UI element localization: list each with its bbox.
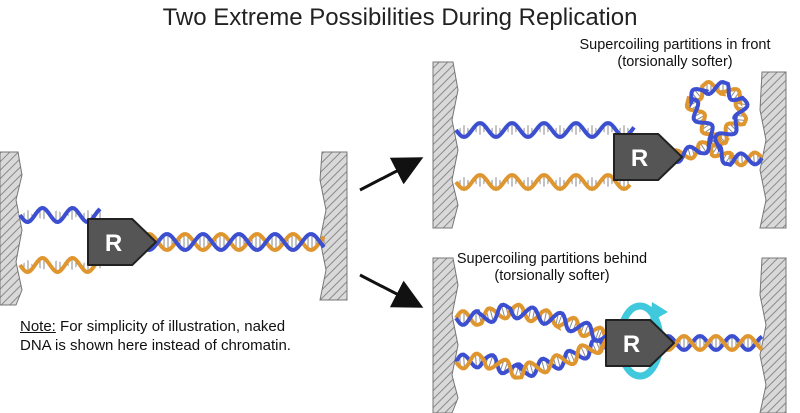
left-parent-duplex	[138, 232, 326, 252]
note-text: Note: For simplicity of illustration, na…	[20, 318, 320, 356]
bottom-blue-loop	[454, 302, 621, 349]
replisome-letter: R	[623, 331, 640, 358]
note-line1: For simplicity of illustration, naked	[55, 318, 286, 335]
left-blue-duplex	[18, 205, 102, 225]
bottom-panel-wall-right	[759, 257, 787, 413]
note-heading: Note:	[20, 318, 56, 335]
replisome-top: R	[613, 133, 683, 181]
bottom-parent-duplex	[658, 333, 764, 353]
label-behind-line2: (torsionally softer)	[494, 268, 610, 285]
bottom-orange-loop	[454, 335, 622, 380]
label-front-line1: Supercoiling partitions in front	[579, 37, 771, 53]
arrow-to-behind	[359, 273, 424, 308]
top-orange-duplex	[454, 172, 632, 192]
note-line2: DNA is shown here instead of chromatin.	[20, 336, 291, 354]
replisome-letter: R	[631, 145, 648, 172]
left-panel-wall-right	[319, 151, 348, 301]
replisome-left: R	[87, 218, 157, 266]
top-blue-duplex	[454, 120, 636, 140]
top-panel-wall-left	[432, 61, 459, 229]
figure-title: Two Extreme Possibilities During Replica…	[162, 4, 638, 31]
top-parent-duplex	[668, 79, 764, 168]
left-panel-wall-left	[0, 151, 23, 306]
top-panel-wall-right	[759, 71, 787, 229]
arrow-to-front	[359, 157, 424, 192]
label-front: Supercoiling partitions in front (torsio…	[575, 37, 775, 72]
label-front-line2: (torsionally softer)	[617, 54, 733, 71]
replisome-bottom: R	[605, 319, 675, 367]
label-behind: Supercoiling partitions behind (torsiona…	[452, 251, 652, 286]
label-behind-line1: Supercoiling partitions behind	[456, 251, 648, 267]
replisome-letter: R	[105, 230, 122, 257]
